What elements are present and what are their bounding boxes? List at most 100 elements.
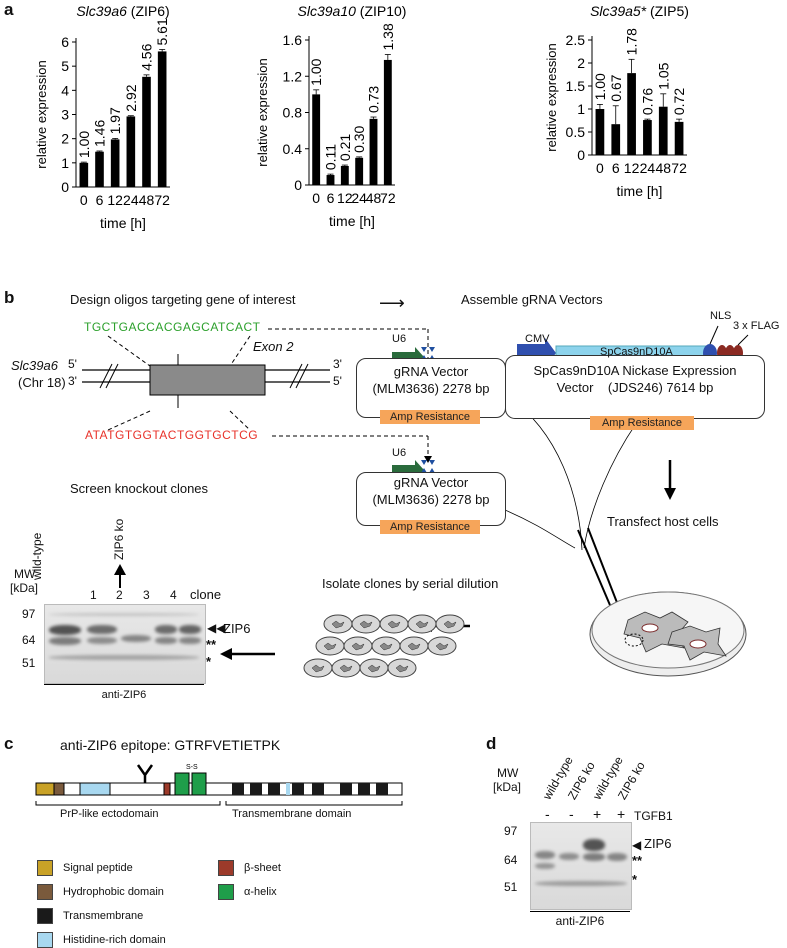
chart-0-value-label: 5.61 <box>154 18 170 45</box>
chart-2-ytick-label: 0 <box>577 147 585 163</box>
chart-2-ytick-label: 0.5 <box>566 124 586 140</box>
blot-b-marker-51: 51 <box>22 656 36 670</box>
zip6-domain-diagram: S-S <box>35 764 403 806</box>
chart-1-ytick-label: 1.2 <box>283 68 303 84</box>
chart-0-ytick-label: 4 <box>61 82 69 98</box>
chart-0-xlabel: time [h] <box>100 215 146 231</box>
legend-swatch-transmembrane <box>37 908 53 924</box>
blot-d-marker-64: 64 <box>504 853 518 867</box>
amp-resistance-1: Amp Resistance <box>380 410 480 424</box>
chart-1-ytick-label: 0 <box>294 177 302 193</box>
chart-0-value-label: 1.00 <box>76 131 92 158</box>
chart-2-ytick-label: 1.5 <box>566 78 586 94</box>
blot-d-marker-97: 97 <box>504 824 518 838</box>
blot-d-antibody: anti-ZIP6 <box>555 914 605 928</box>
chart-0-bar <box>126 116 136 187</box>
chart-2-value-label: 1.05 <box>655 62 671 89</box>
ectodomain-label: PrP-like ectodomain <box>60 808 159 820</box>
oligo-top-dash-right <box>229 335 251 367</box>
blot-b-double-star: ** <box>206 637 217 652</box>
grna-vector-2 <box>356 472 506 526</box>
legend-signal-peptide: Signal peptide <box>37 860 133 876</box>
chart-0-title: Slc39a6 (ZIP6) <box>76 3 169 19</box>
isolate-label: Isolate clones by serial dilution <box>322 576 499 591</box>
blot-b-arrowhead-icon: ◀◀ <box>207 621 226 635</box>
chart-0-bar <box>157 51 167 187</box>
amp-resistance-2: Amp Resistance <box>380 520 480 534</box>
legend-label-histidine: Histidine-rich domain <box>63 934 166 946</box>
chrom-label: (Chr 18) <box>18 375 66 390</box>
nickase-vector-name: SpCas9nD10A Nickase Expression <box>533 363 737 378</box>
chart-1-ylabel: relative expression <box>255 58 270 166</box>
panel-b-diagram <box>82 325 749 678</box>
chart-0-ytick-label: 6 <box>61 34 69 50</box>
grna-vector-1-size: (MLM3636) 2278 bp <box>372 381 490 396</box>
grna-vector-1 <box>356 358 506 418</box>
chart-1-value-label: 1.38 <box>380 23 396 50</box>
u6-label-2: U6 <box>392 447 407 459</box>
chart-1-title: Slc39a10 (ZIP10) <box>298 3 407 19</box>
chart-0-bar <box>110 139 120 187</box>
chart-2-bar <box>658 106 668 155</box>
chart-0-value-label: 1.46 <box>92 120 108 147</box>
oligo-bot-dash-right <box>229 410 251 431</box>
chart-0-xtick-label: 6 <box>96 192 104 208</box>
chart-0-value-label: 1.97 <box>107 107 123 134</box>
chart-2-ytick-label: 2 <box>577 55 585 71</box>
legend-swatch-beta-sheet <box>218 860 234 876</box>
blot-d-arrowhead-icon: ◀ <box>632 838 642 852</box>
chart-1-xtick-label: 6 <box>327 190 335 206</box>
chart-1-xtick-label: 12 <box>337 190 353 206</box>
blot-b-zip6ko: ZIP6 ko <box>112 518 126 560</box>
chart-2-ytick-label: 2.5 <box>566 32 586 48</box>
strand-3prime-top: 3' <box>333 357 342 371</box>
legend-label-alpha-helix: α-helix <box>244 886 277 898</box>
chart-1-value-label: 0.73 <box>366 86 382 113</box>
chart-0-ylabel: relative expression <box>34 60 49 168</box>
chart-2-xtick-label: 72 <box>671 160 687 176</box>
chart-1-ytick-label: 0.8 <box>283 105 303 121</box>
blot-b-wildtype: wild-type <box>30 532 44 580</box>
exon-box <box>149 364 266 396</box>
chart-0-xtick-label: 12 <box>107 192 123 208</box>
nickase-vector <box>505 355 765 419</box>
chart-2-value-label: 1.00 <box>592 73 608 100</box>
blot-d-zip6-label: ZIP6 <box>644 836 672 851</box>
antibody-icon <box>136 764 154 783</box>
legend-swatch-histidine <box>37 932 53 948</box>
chart-1-value-label: 1.00 <box>308 58 324 85</box>
blot-b-kda: [kDa] <box>10 581 39 595</box>
chart-1-xtick-label: 0 <box>312 190 320 206</box>
chart-2-xtick-label: 0 <box>596 160 604 176</box>
chart-2-xtick-label: 12 <box>624 160 640 176</box>
screen-label: Screen knockout clones <box>70 481 209 496</box>
chart-2-bar <box>674 121 684 155</box>
design-oligos-title: Design oligos targeting gene of interest <box>70 292 296 307</box>
chart-0-xtick-label: 48 <box>139 192 155 208</box>
chart-2-ytick-label: 1 <box>577 101 585 117</box>
gene-label: Slc39a6 <box>11 358 58 373</box>
grna-vector-2-name: gRNA Vector <box>393 475 469 490</box>
chart-1-ytick-label: 0.4 <box>283 141 303 157</box>
blot-b-clone: clone <box>190 587 222 602</box>
chart-1-xtick-label: 24 <box>351 190 367 206</box>
blot-b-antibody: anti-ZIP6 <box>101 689 147 701</box>
chart-0-ytick-label: 5 <box>61 58 69 74</box>
legend-hydrophobic: Hydrophobic domain <box>37 884 164 900</box>
chart-2-xtick-label: 24 <box>640 160 656 176</box>
legend-label-hydrophobic: Hydrophobic domain <box>63 886 164 898</box>
strand-3prime-bottom: 3' <box>68 374 77 388</box>
blot-d-sign-3: + <box>593 806 602 822</box>
chart-1-value-label: 0.11 <box>323 144 339 170</box>
grna-vector-1-name: gRNA Vector <box>393 364 469 379</box>
svg-text:S-S: S-S <box>186 764 198 771</box>
chart-2-xtick-label: 48 <box>655 160 671 176</box>
panel-letter-a: a <box>4 0 14 19</box>
blot-b-zip6-label: ZIP6 <box>223 621 251 636</box>
chart-2-value-label: 0.72 <box>671 88 687 115</box>
oligo-top-dash-left <box>107 335 151 367</box>
exon-label: Exon 2 <box>253 339 294 354</box>
chart-2-xlabel: time [h] <box>617 183 663 199</box>
cas9-label: SpCas9nD10A <box>600 346 673 358</box>
chart-0-ytick-label: 2 <box>61 131 69 147</box>
